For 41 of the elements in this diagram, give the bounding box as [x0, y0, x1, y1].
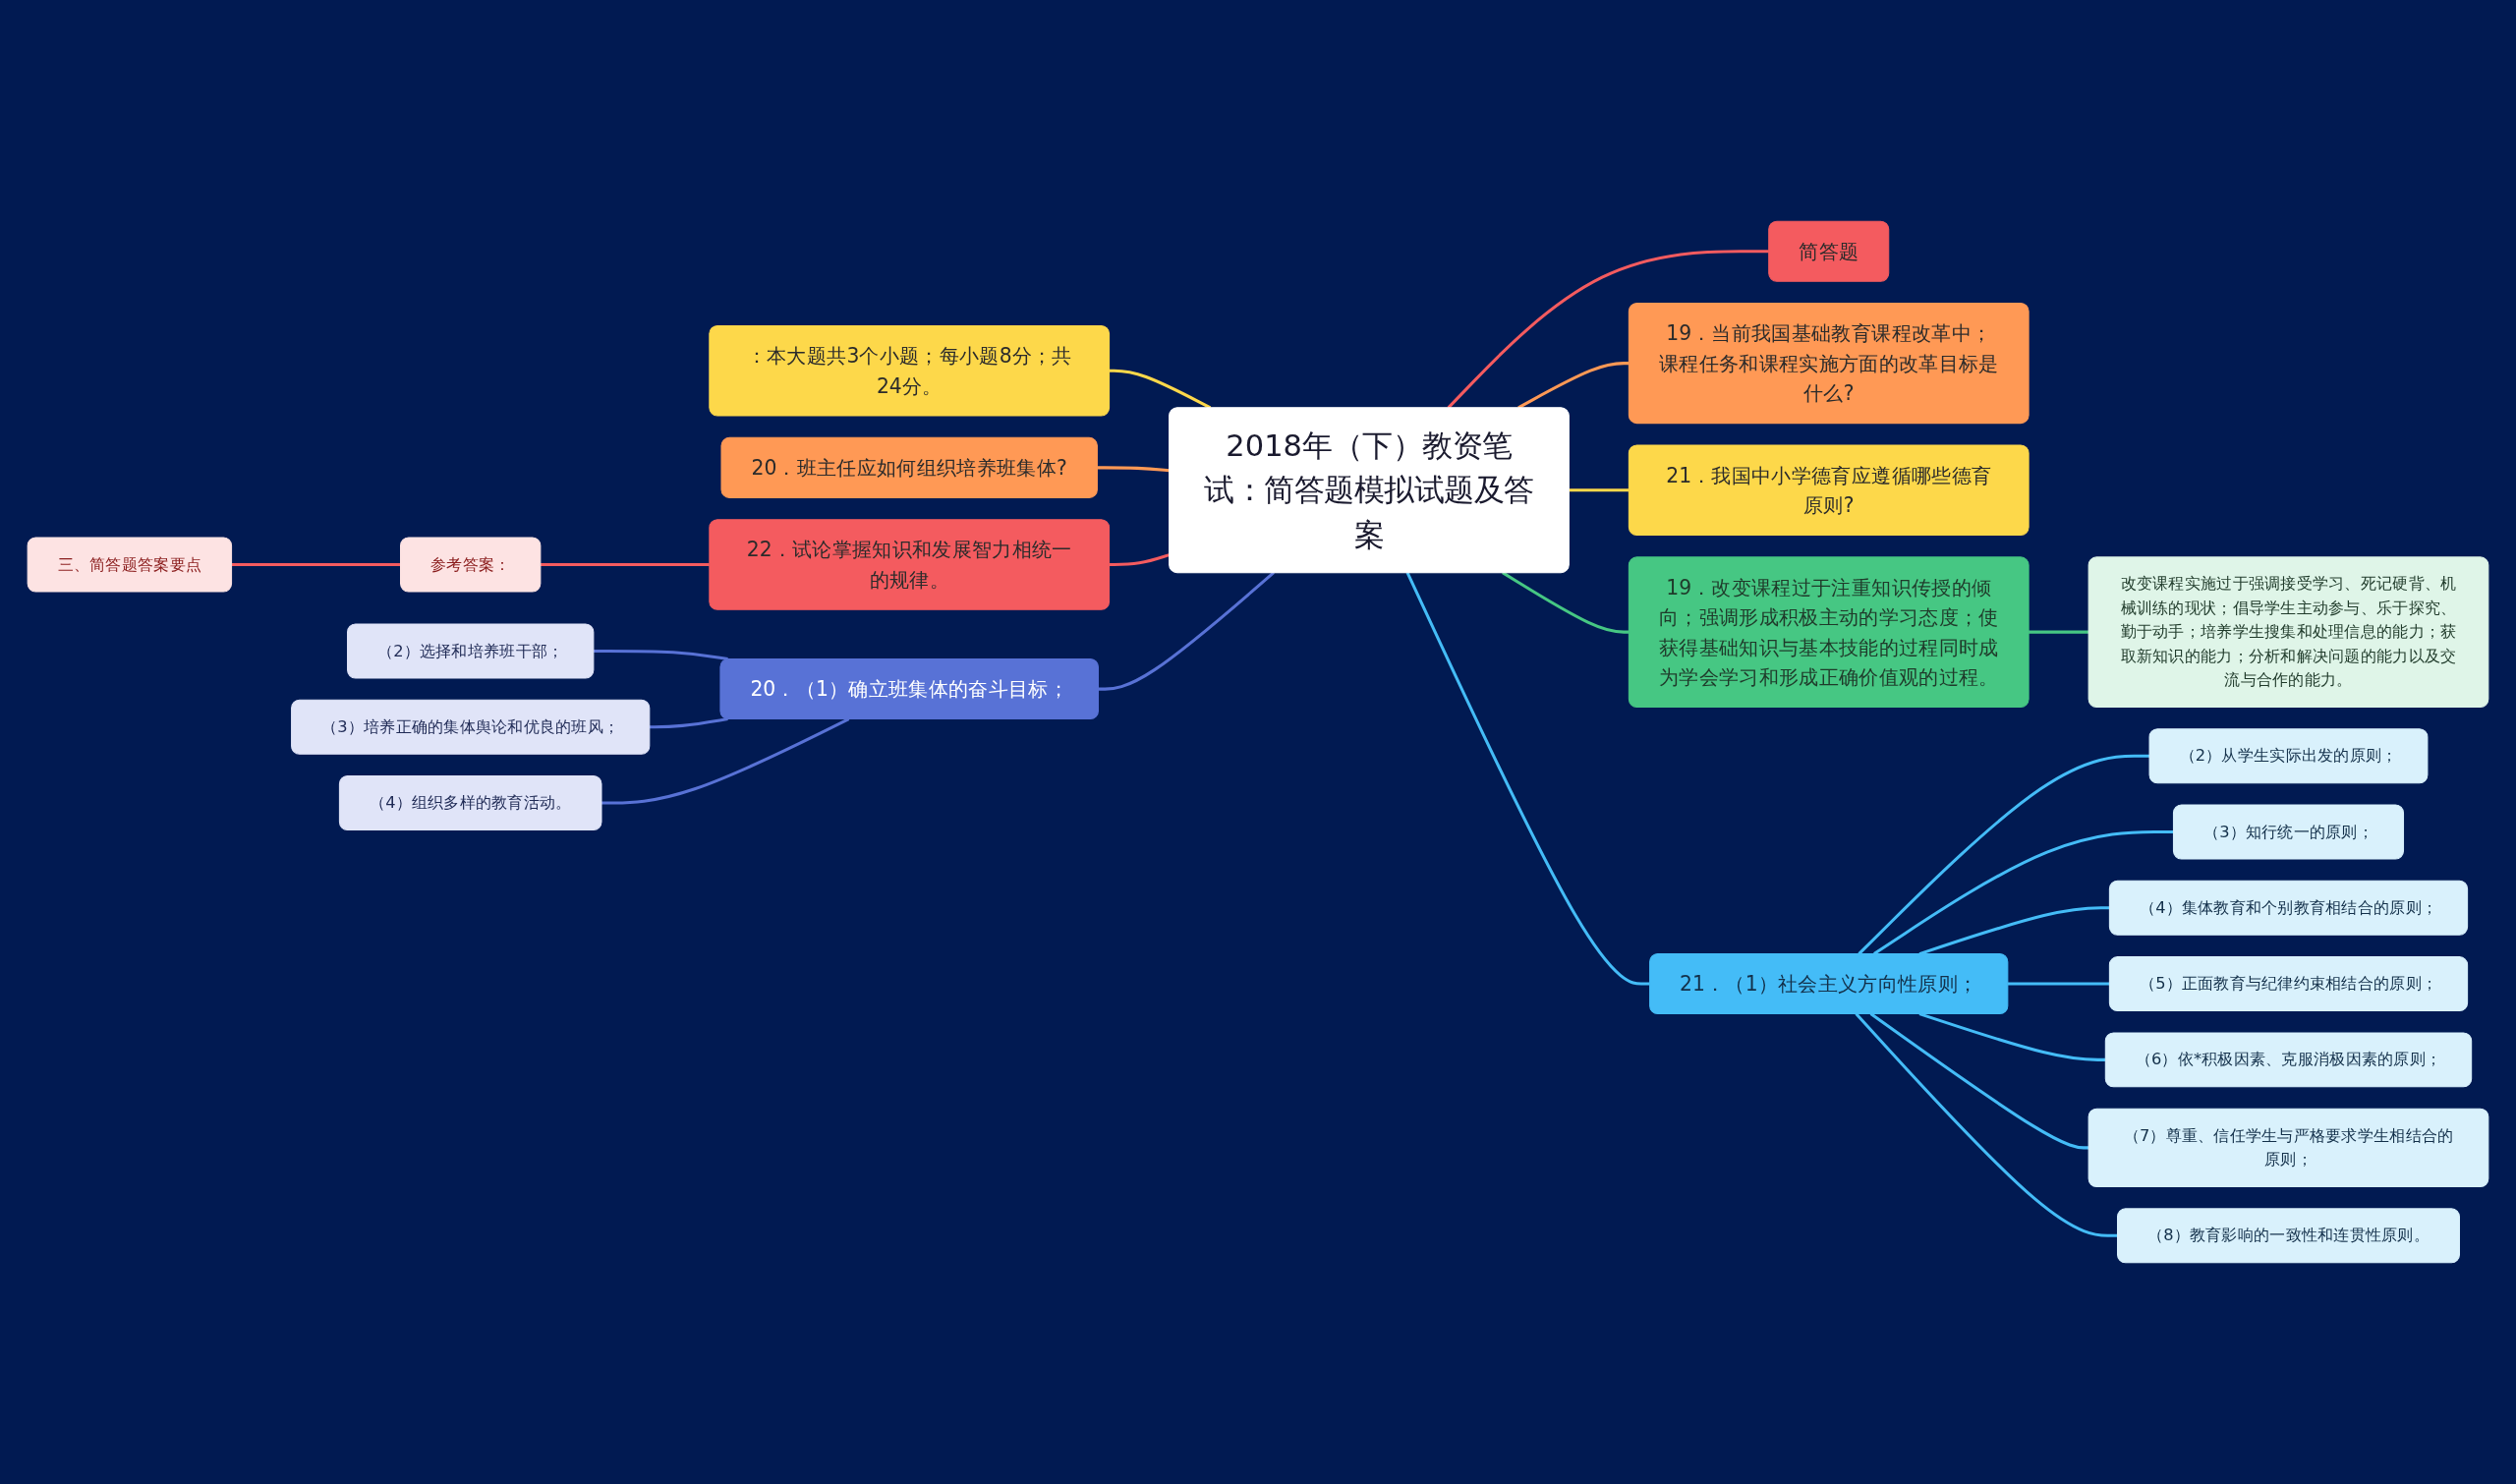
- connector: [2029, 630, 2089, 634]
- node-box: 2018年（下）教资笔试：简答题模拟试题及答案: [1169, 407, 1570, 574]
- connector: [540, 563, 710, 567]
- node-box: 22．试论掌握知识和发展智力相统一的规律。: [709, 519, 1111, 610]
- connector: [1918, 1012, 2106, 1061]
- connector: [1405, 572, 1650, 986]
- node-box: 改变课程实施过于强调接受学习、死记硬背、机械训练的现状；倡导学生主动参与、乐于探究、勤于动手；培养学生搜集和处理信息的能力；获取新知识的能力；分析和解决问题的能力以及交流与合作的能力。: [2087, 556, 2489, 708]
- node-box: （4）集体教育和个别教育相结合的原则；: [2108, 880, 2469, 936]
- connector: [1502, 571, 1630, 634]
- connector: [1855, 1012, 2118, 1237]
- node-box: ：本大题共3个小题；每小题8分；共24分。: [709, 324, 1111, 417]
- connector: [601, 717, 850, 805]
- node-box: 21．我国中小学德育应遵循哪些德育原则?: [1628, 444, 2030, 536]
- connector: [1858, 754, 2150, 955]
- connector: [231, 563, 401, 567]
- node-box: （2）选择和培养班干部；: [347, 623, 595, 679]
- connector: [1873, 830, 2174, 955]
- node-box: （3）培养正确的集体舆论和优良的班风；: [291, 699, 651, 755]
- node-box: 简答题: [1768, 220, 1890, 282]
- connector: [649, 717, 728, 729]
- node-box: （3）知行统一的原则；: [2172, 804, 2405, 860]
- connector: [593, 649, 728, 661]
- connector: [2007, 982, 2110, 986]
- connector: [1569, 488, 1630, 492]
- node-box: （4）组织多样的教育活动。: [338, 775, 602, 830]
- node-box: （6）依*积极因素、克服消极因素的原则；: [2104, 1032, 2473, 1088]
- node-box: （5）正面教育与纪律约束相结合的原则；: [2108, 956, 2469, 1012]
- node-box: 参考答案：: [400, 537, 542, 593]
- connector: [1097, 466, 1170, 473]
- node-box: （7）尊重、信任学生与严格要求学生相结合的原则；: [2087, 1108, 2489, 1187]
- node-box: 20．班主任应如何组织培养班集体?: [720, 436, 1098, 498]
- node-box: 21．（1）社会主义方向性原则；: [1649, 953, 2009, 1015]
- connector: [1447, 250, 1769, 409]
- node-box: 三、简答题答案要点: [27, 537, 233, 593]
- node-box: （8）教育影响的一致性和连贯性原则。: [2117, 1208, 2460, 1264]
- connector: [1869, 1012, 2089, 1150]
- node-box: （2）从学生实际出发的原则；: [2148, 728, 2429, 784]
- node-box: 19．当前我国基础教育课程改革中；课程任务和课程实施方面的改革目标是什么?: [1628, 303, 2030, 425]
- connector: [1098, 571, 1275, 691]
- node-box: 20．（1）确立班集体的奋斗目标；: [719, 658, 1099, 720]
- node-box: 19．改变课程过于注重知识传授的倾向；强调形成积极主动的学习态度；使获得基础知识与基本技能的过程同时成为学会学习和形成正确价值观的过程。: [1628, 556, 2030, 708]
